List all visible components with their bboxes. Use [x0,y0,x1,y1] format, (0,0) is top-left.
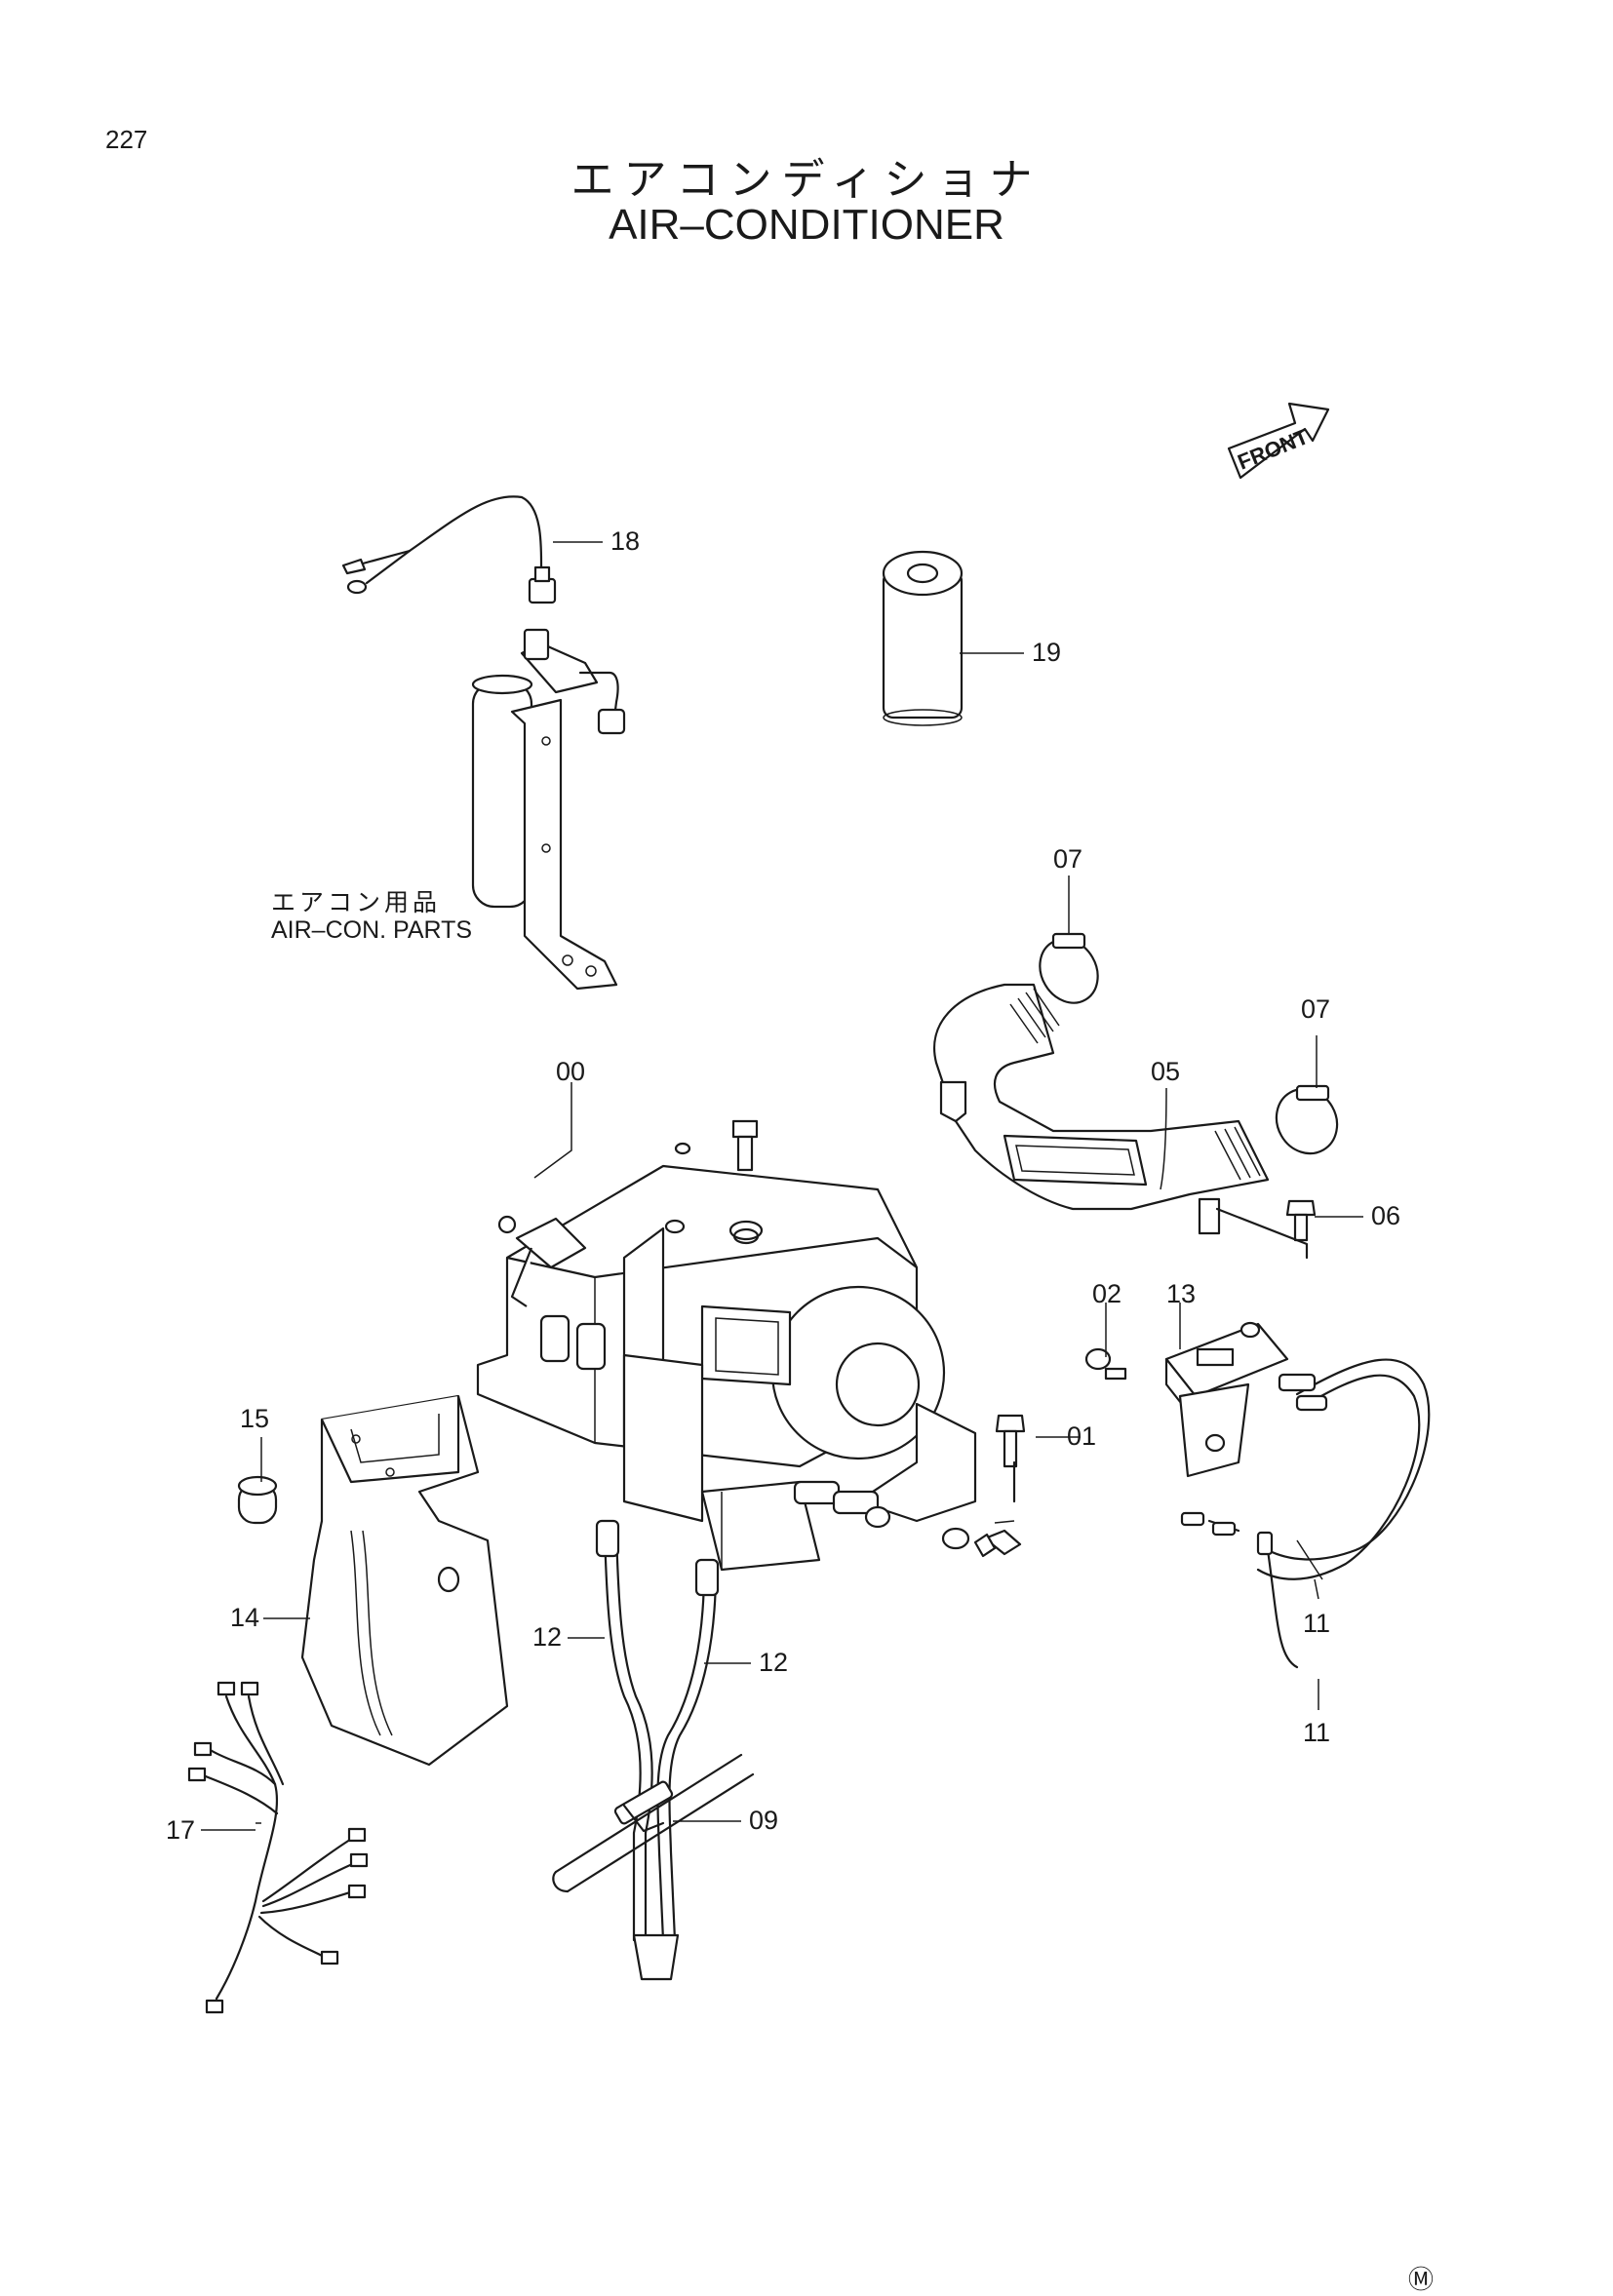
air-conditioner-main-unit-00 [476,1142,977,1572]
callout-11b: 11 [1303,1718,1331,1747]
callout-07b: 07 [1301,994,1331,1024]
page-number: 227 [105,125,148,154]
callout-leader-lines [201,541,1363,1831]
callout-00: 00 [556,1057,586,1086]
harness-band-09 [552,1753,755,1893]
note-english: AIR–CON. PARTS [271,916,473,944]
drain-hoses-12 [595,1519,720,1981]
receiver-drier-assembly [471,628,626,991]
screw-02 [1084,1347,1127,1381]
callout-12a: 12 [532,1622,563,1652]
front-arrow-icon: FRONT [1227,402,1330,480]
callout-19: 19 [1032,638,1062,667]
callout-11a: 11 [1303,1609,1331,1638]
bolt-01 [995,1414,1026,1503]
air-con-cable-11 [1180,1358,1431,1669]
air-duct-14 [300,1394,509,1767]
callout-17: 17 [166,1815,196,1845]
control-switch-panel-13 [1164,1321,1289,1478]
callout-06: 06 [1371,1201,1401,1230]
hose-clamp-07b [1275,1084,1339,1155]
note-japanese: エアコン用品 [271,888,442,916]
air-duct-hose-05 [933,983,1270,1235]
title-japanese: エアコンディショナ [570,155,1043,205]
filter-cylinder-19 [882,550,964,726]
callout-01: 01 [1067,1421,1097,1451]
callout-15: 15 [240,1404,270,1433]
callout-12b: 12 [759,1648,789,1677]
mounting-bolt-and-washer [728,1119,1022,1558]
wire-harness-17 [187,1681,369,2014]
rubber-bushing-15 [237,1475,278,1525]
callout-13: 13 [1166,1279,1197,1308]
callout-05: 05 [1151,1057,1181,1086]
bolt-06 [1215,1199,1317,1260]
hose-clamp-07a [1039,932,1099,1004]
pressure-switch-harness-18 [341,495,557,604]
callout-02: 02 [1092,1279,1122,1308]
m-mark: Ⓜ [1408,2265,1435,2294]
callout-14: 14 [230,1603,260,1632]
title-english: AIR–CONDITIONER [609,201,1004,249]
callout-18: 18 [610,526,641,556]
callout-07a: 07 [1053,844,1083,874]
callout-09: 09 [749,1806,779,1835]
